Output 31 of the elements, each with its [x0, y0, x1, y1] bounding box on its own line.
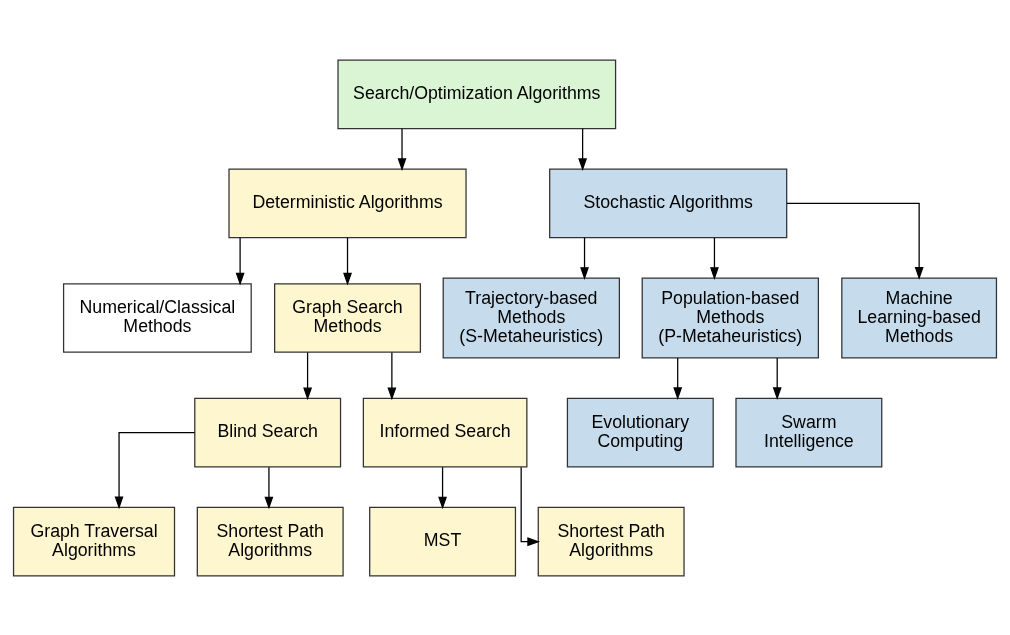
arrow — [387, 351, 397, 400]
node-box: Graph Traversal Algorithms — [12, 506, 176, 577]
node-box: Search/Optimization Algorithms — [337, 58, 617, 129]
arrow — [673, 357, 683, 400]
node-box: Stochastic Algorithms — [549, 167, 788, 238]
arrow — [303, 351, 313, 400]
arrow — [520, 466, 540, 546]
arrow — [710, 236, 719, 280]
arrow — [580, 236, 589, 280]
arrow — [264, 466, 274, 509]
node-box: Blind Search — [194, 397, 342, 468]
node-box: Machine Learning-based Methods — [841, 276, 998, 359]
node-box: Population-based Methods (P-Metaheuristics) — [641, 276, 819, 359]
node-box: Trajectory-based Methods (S-Metaheuristics) — [442, 276, 621, 359]
node-box: Swarm Intelligence — [735, 397, 883, 468]
node-box: MST — [369, 506, 517, 577]
arrow — [235, 236, 245, 286]
arrow — [343, 236, 352, 286]
arrow — [578, 127, 588, 171]
node-box: Graph Search Methods — [274, 282, 422, 353]
node-box: Numerical/Classical Methods — [62, 282, 252, 353]
node-box: Shortest Path Algorithms — [537, 506, 685, 577]
arrow — [438, 466, 448, 509]
node-box: Shortest Path Algorithms — [196, 506, 344, 577]
arrow — [772, 357, 782, 400]
arrow — [786, 202, 924, 280]
arrow — [397, 127, 407, 171]
node-box: Evolutionary Computing — [566, 397, 714, 468]
node-box: Deterministic Algorithms — [228, 167, 467, 238]
arrow — [114, 431, 196, 509]
node-box: Informed Search — [362, 397, 528, 468]
